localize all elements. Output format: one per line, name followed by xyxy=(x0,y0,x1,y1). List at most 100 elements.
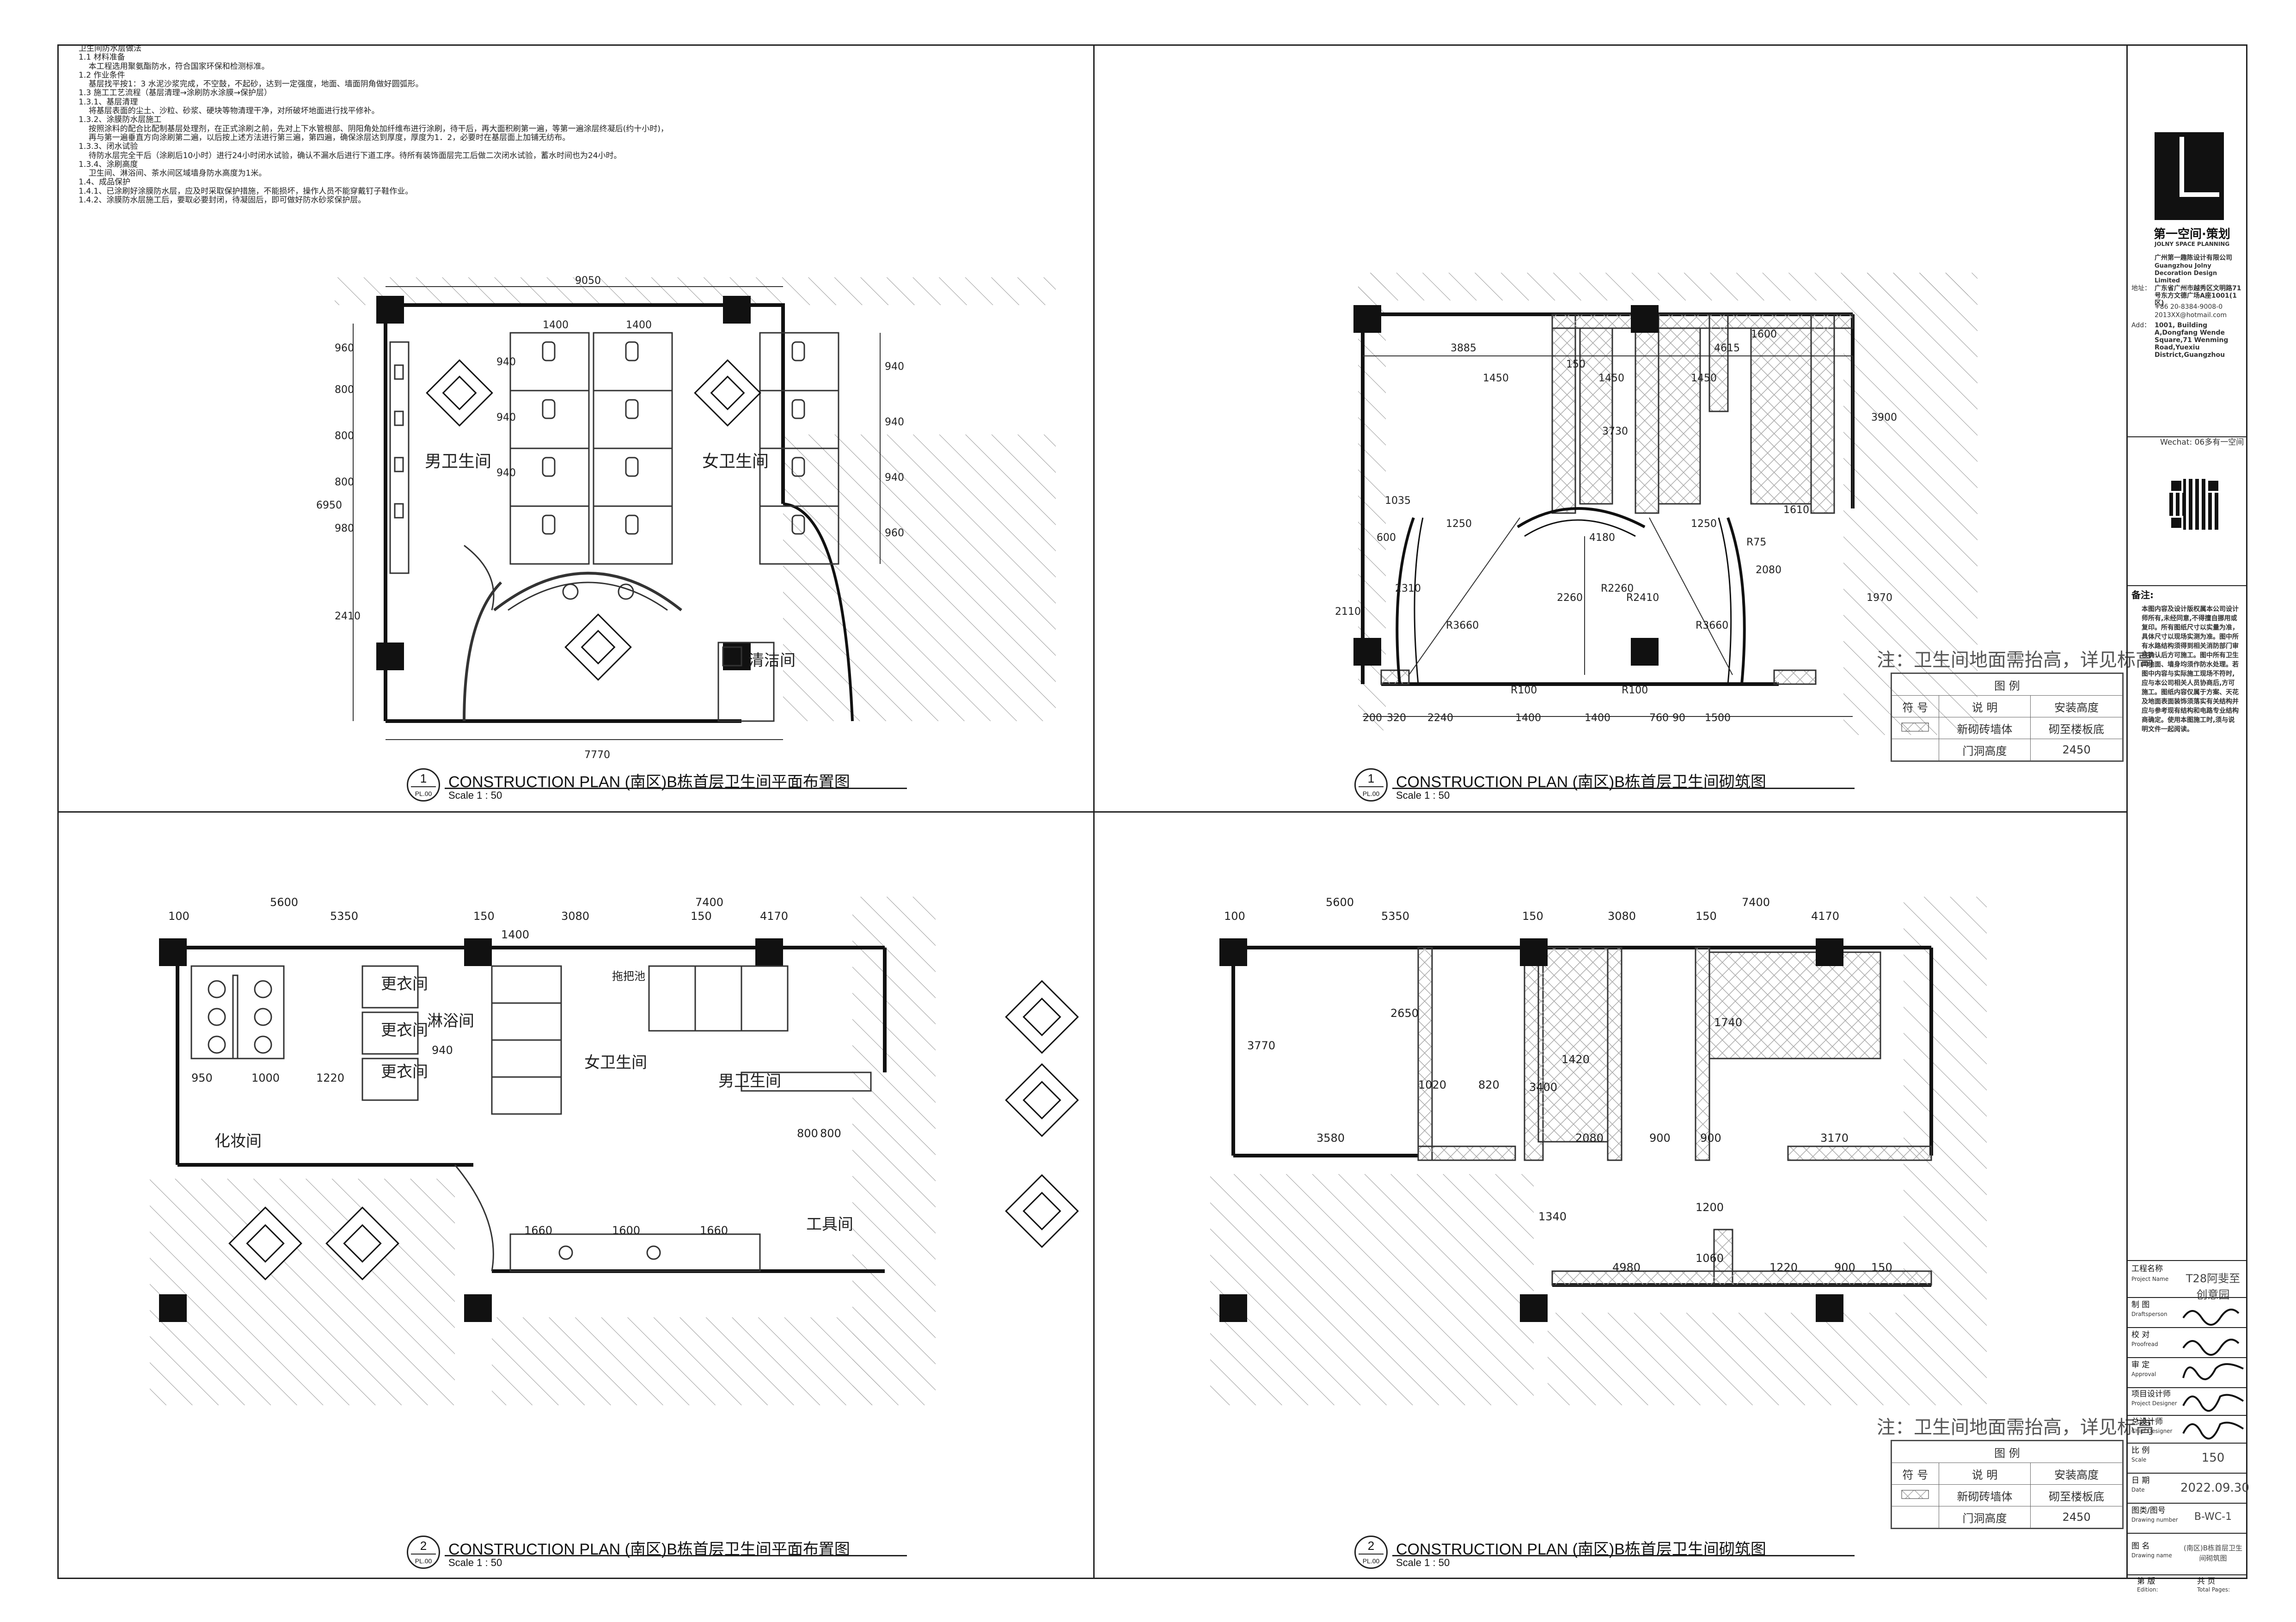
dim-1400-b: 1400 xyxy=(1585,712,1610,724)
dim-2080: 1970 xyxy=(1867,592,1892,604)
qr-code xyxy=(2169,479,2220,530)
edition-label: 第 版 xyxy=(2137,1577,2155,1586)
panel-2-tag: PL.00 xyxy=(1362,790,1380,797)
dim-1450-c: 1450 xyxy=(1691,373,1717,384)
note-line: 1.4.1、已涂刷好涂膜防水层，应及时采取保护措施，不能损坏，操作人员不能穿戴钉… xyxy=(79,186,413,196)
legend-header-2: 图 例 xyxy=(1892,1441,2123,1463)
edition-label-en: Edition: xyxy=(2137,1586,2158,1593)
dim-3080: 3080 xyxy=(561,910,589,923)
room-womens: 女卫生间 xyxy=(584,1053,647,1072)
note-line: 1.1 材料准备 xyxy=(79,53,125,62)
legend-row2-height: 2450 xyxy=(2030,739,2123,761)
legend-row1-height: 砌至楼板底 xyxy=(2030,717,2123,739)
dim-1400-b: 1400 xyxy=(626,319,652,331)
number-value: B-WC-1 xyxy=(2194,1511,2232,1523)
legend-row1-height-2: 砌至楼板底 xyxy=(2030,1484,2123,1506)
company-name-cn: 第一空间·策划 xyxy=(2154,227,2230,241)
dim-3770: 3770 xyxy=(1247,1039,1275,1052)
dim-7400: 7400 xyxy=(695,896,723,909)
dim-950: 950 xyxy=(191,1071,213,1084)
panel-3-number: 2 xyxy=(420,1539,427,1553)
dim-320: 320 xyxy=(1387,712,1406,724)
draft-label-en: Draftsperson xyxy=(2131,1311,2167,1317)
project-name: T28阿斐至创意园 xyxy=(2186,1272,2241,1301)
address-en: 1001, Building A,Dongfang Wende Square,7… xyxy=(2155,322,2229,359)
dim-1740: 1740 xyxy=(1714,1016,1742,1029)
room-womens: 女卫生间 xyxy=(702,452,769,471)
dim-4170: 4170 xyxy=(760,910,788,923)
panel-3-scale: Scale 1 : 50 xyxy=(448,1557,502,1568)
date-value: 2022.09.30 xyxy=(2180,1481,2249,1495)
legend-col-height-2: 安装高度 xyxy=(2030,1463,2123,1485)
dim-1250-b: 1250 xyxy=(1691,518,1717,530)
email: 2013XX@hotmail.com xyxy=(2155,312,2227,319)
dim-4170: 4170 xyxy=(1811,910,1839,923)
number-label: 图类/图号 xyxy=(2131,1506,2166,1515)
legend-col-height: 安装高度 xyxy=(2030,695,2123,717)
dim-3730: 3730 xyxy=(1602,426,1628,437)
room-cleaning: 清洁间 xyxy=(748,651,796,670)
dim-940-6: 940 xyxy=(885,472,904,484)
dim-1250-a: 1250 xyxy=(1446,518,1472,530)
dim-5600: 5600 xyxy=(1326,896,1354,909)
panel-1-tag: PL.00 xyxy=(415,790,432,797)
dim-980: 980 xyxy=(335,523,354,534)
legend-row1-desc: 新砌砖墙体 xyxy=(1938,717,2031,739)
room-locker-3: 更衣间 xyxy=(381,1063,428,1081)
dim-800-b: 800 xyxy=(335,430,354,442)
dim-800-a: 800 xyxy=(797,1127,818,1140)
dim-960: 960 xyxy=(335,343,354,354)
room-mop-sink: 拖把池 xyxy=(612,970,645,983)
dim-150-a: 150 xyxy=(1522,910,1543,923)
pages-label: 共 页 xyxy=(2197,1577,2216,1586)
note-line: 1.3.1、基层清理 xyxy=(79,97,138,107)
dim-900-a: 900 xyxy=(1649,1132,1671,1145)
approve-label: 审 定 xyxy=(2131,1360,2150,1370)
dim-7400: 7400 xyxy=(1742,896,1770,909)
dim-r100-a: R100 xyxy=(1511,685,1537,696)
dim-5350: 5350 xyxy=(330,910,358,923)
dim-820: 820 xyxy=(1478,1078,1500,1091)
date-label: 日 期 xyxy=(2131,1476,2150,1485)
panel-4-scale: Scale 1 : 50 xyxy=(1396,1557,1450,1568)
legend-col-symbol: 符 号 xyxy=(1892,695,1939,717)
dim-r3660-a: R3660 xyxy=(1446,620,1479,631)
note-line: 本工程选用聚氨酯防水，符合国家环保和检测标准。 xyxy=(79,61,269,71)
dim-3400: 3400 xyxy=(1529,1081,1557,1094)
check-label: 校 对 xyxy=(2131,1330,2150,1340)
dim-4180: 4180 xyxy=(1589,532,1615,544)
dim-5350: 5350 xyxy=(1381,910,1409,923)
dim-r2410: R2410 xyxy=(1626,592,1659,604)
dim-2240: 2240 xyxy=(1427,712,1453,724)
dim-1020: 1020 xyxy=(1418,1078,1446,1091)
company-full-cn: 广州第一趣陈设计有限公司 xyxy=(2155,254,2232,262)
room-shower: 淋浴间 xyxy=(427,1012,474,1030)
dim-1220: 1220 xyxy=(1769,1261,1798,1274)
note-line: 卫生间防水层做法 xyxy=(79,44,141,53)
dim-3885: 3885 xyxy=(1451,343,1476,354)
room-mens: 男卫生间 xyxy=(425,452,491,471)
dim-600: 600 xyxy=(1377,532,1396,544)
hatch-top xyxy=(335,277,1056,305)
address-en-label: Add： xyxy=(2131,322,2151,329)
dim-150-c: 150 xyxy=(1871,1261,1892,1274)
project-label-en: Project Name xyxy=(2131,1276,2169,1282)
number-label-en: Drawing number xyxy=(2131,1517,2178,1523)
dim-1660-b: 1660 xyxy=(700,1224,728,1237)
note-line: 1.2 作业条件 xyxy=(79,70,125,80)
dim-r100-b: R100 xyxy=(1622,685,1648,696)
room-mens: 男卫生间 xyxy=(718,1072,781,1090)
dim-150-b: 150 xyxy=(1696,910,1717,923)
dim-3580: 3580 xyxy=(1316,1132,1345,1145)
panel-4-number: 2 xyxy=(1367,1539,1375,1553)
dim-3080: 3080 xyxy=(1608,910,1636,923)
dim-1000: 1000 xyxy=(251,1071,280,1084)
dim-1500: 1500 xyxy=(1705,712,1731,724)
dim-940-4: 940 xyxy=(885,361,904,373)
dim-800-b: 800 xyxy=(820,1127,841,1140)
dim-940-5: 940 xyxy=(885,416,904,428)
company-full-en: Guangzhou Jolny Decoration Design Limite… xyxy=(2155,263,2217,284)
note-line: 1.3 施工工艺流程（基层清理→涂刷防水涂膜→保护层） xyxy=(79,88,272,98)
panel-1-scale: Scale 1 : 50 xyxy=(448,790,502,801)
